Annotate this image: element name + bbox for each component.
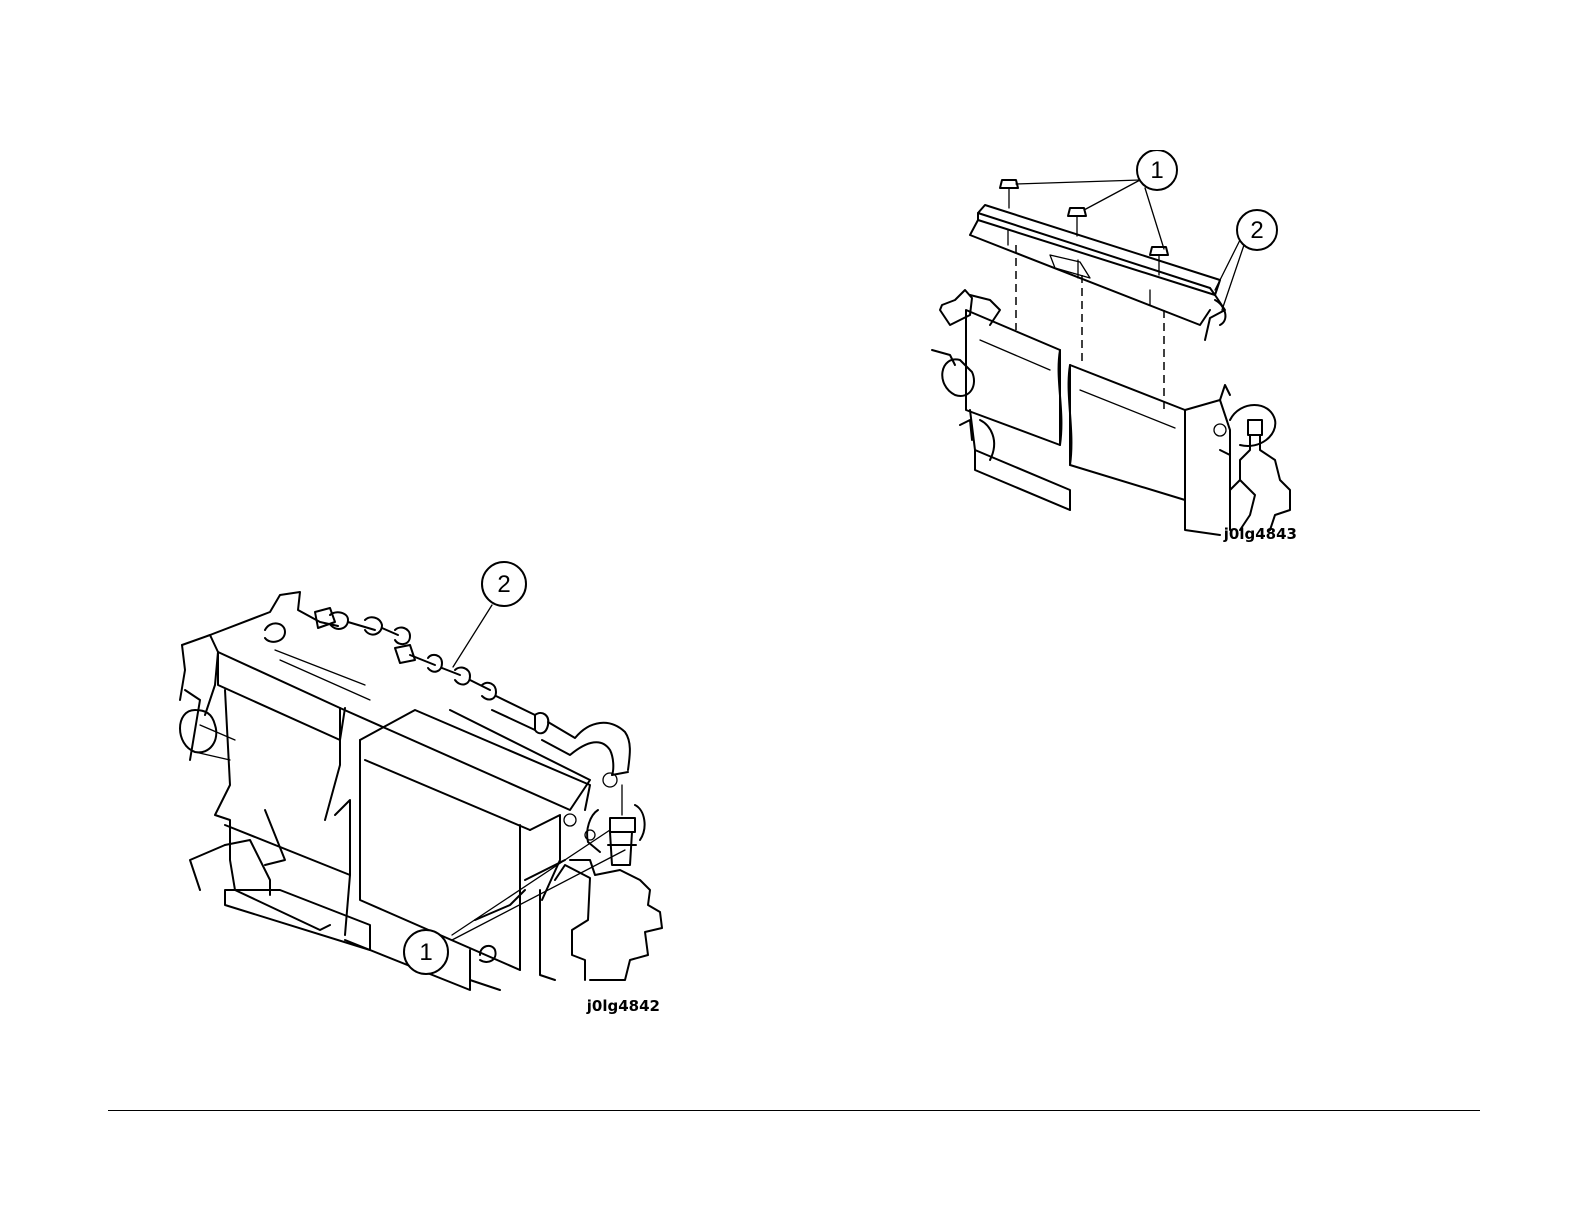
figure-left: 2 1 j0lg4842 bbox=[170, 560, 690, 1030]
footer-rule bbox=[108, 1110, 1480, 1111]
right-callout-1: 1 bbox=[1150, 157, 1163, 184]
right-illustration: 1 2 j0lg4843 bbox=[930, 150, 1330, 560]
screw-icon bbox=[1000, 180, 1018, 208]
left-callout-1: 1 bbox=[419, 939, 432, 966]
left-callout-2: 2 bbox=[497, 571, 510, 598]
screw-icon bbox=[1150, 247, 1168, 275]
left-figure-label: j0lg4842 bbox=[586, 997, 660, 1015]
right-callout-2: 2 bbox=[1250, 217, 1263, 244]
right-figure-label: j0lg4843 bbox=[1223, 525, 1297, 543]
figure-right: 1 2 j0lg4843 bbox=[930, 150, 1330, 560]
left-illustration: 2 1 j0lg4842 bbox=[170, 560, 690, 1030]
